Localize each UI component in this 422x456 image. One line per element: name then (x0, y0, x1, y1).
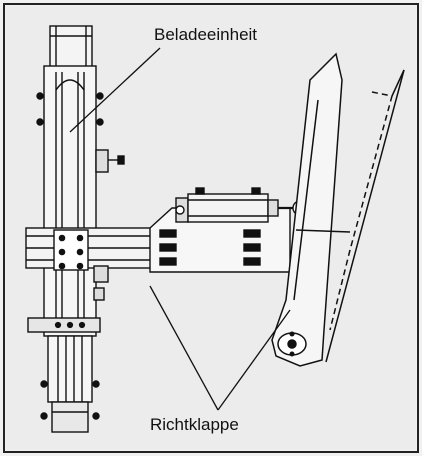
column-lower-extension (47, 335, 93, 403)
loading-unit-assembly (27, 25, 125, 433)
label-loading-unit: Beladeeinheit (154, 25, 257, 44)
leader-line-loading-unit (69, 47, 161, 133)
bolt-plate (53, 229, 89, 271)
column-body (43, 65, 97, 337)
valve-block (95, 149, 109, 173)
leader-line-flap (217, 309, 291, 411)
outer-border (3, 3, 419, 453)
straightening-flap (271, 52, 405, 367)
column-foot (51, 401, 89, 433)
mounting-bracket (149, 207, 291, 273)
leader-line-flap-2 (149, 285, 219, 411)
label-straightening-flap: Richtklappe (150, 415, 239, 434)
